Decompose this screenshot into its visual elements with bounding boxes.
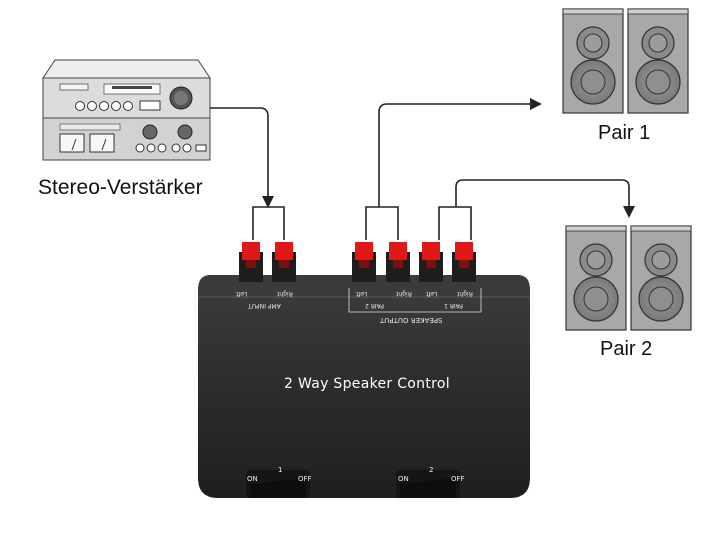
pair-2-right-label: Right	[396, 290, 412, 297]
amp-right-label: Right	[277, 290, 293, 297]
pair-1-left-label: Left	[426, 290, 438, 297]
switch-icon[interactable]	[250, 478, 306, 498]
speaker-icon	[565, 225, 627, 331]
amp-wire	[210, 107, 269, 196]
terminal-left[interactable]	[419, 242, 443, 282]
pair-2-label: Pair 2	[600, 338, 653, 360]
terminal-right[interactable]	[272, 242, 296, 282]
speaker-icon	[562, 8, 624, 114]
switch-1-on-label: ON	[247, 475, 258, 483]
switch-1-off-label: OFF	[298, 475, 312, 483]
amp-input-bracket	[252, 206, 285, 240]
pair-1-label-device: PAIR 1	[444, 302, 464, 309]
pair-2-bracket	[365, 206, 399, 240]
amplifier-icon	[42, 59, 211, 161]
wires	[210, 103, 630, 240]
terminal-left[interactable]	[239, 242, 263, 282]
arrow-icon	[262, 196, 274, 208]
pair-2-terminals	[352, 242, 410, 282]
switch-icon[interactable]	[400, 478, 456, 498]
pair-1-bracket	[438, 206, 472, 240]
switch-2-number: 2	[429, 466, 434, 474]
switch-2-on-label: ON	[398, 475, 409, 483]
amp-left-label: Left	[236, 290, 248, 297]
arrow-icon	[623, 206, 635, 218]
amp-input-terminals	[239, 242, 296, 282]
terminal-left[interactable]	[352, 242, 376, 282]
switch-2-off-label: OFF	[451, 475, 465, 483]
speaker-icon	[627, 8, 689, 114]
arrow-icon	[530, 98, 542, 110]
pair-1-speaker-wire	[378, 103, 530, 207]
pair-2-left-label: Left	[356, 290, 368, 297]
amplifier-label: Stereo-Verstärker	[38, 176, 203, 199]
pair-1-terminals	[419, 242, 476, 282]
amp-input-label: AMP INPUT	[248, 302, 281, 309]
terminal-right[interactable]	[452, 242, 476, 282]
device-title: 2 Way Speaker Control	[284, 376, 450, 392]
terminal-right[interactable]	[386, 242, 410, 282]
switch-1-number: 1	[278, 466, 283, 474]
speaker-icon	[630, 225, 692, 331]
pair-1-label: Pair 1	[598, 122, 651, 144]
speaker-pair-1	[562, 8, 689, 114]
pair-2-speaker-wire	[455, 179, 630, 207]
speaker-pair-2	[565, 225, 692, 331]
pair-1-right-label: Right	[457, 290, 473, 297]
speaker-output-label: SPEAKER OUTPUT	[380, 316, 443, 324]
pair-2-label-device: PAIR 2	[365, 302, 385, 309]
